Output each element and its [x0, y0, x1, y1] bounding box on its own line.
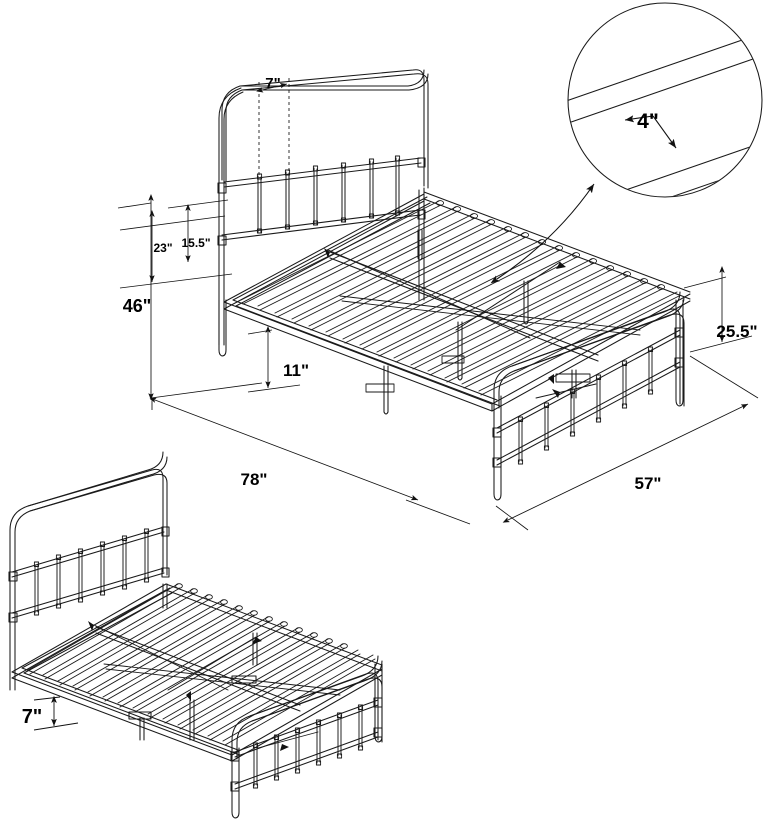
dim-under-bed-clearance — [33, 695, 79, 731]
dimension-annotations-main — [117, 78, 759, 531]
dim-footboard-height — [683, 266, 753, 353]
secondary-headboard — [8, 451, 170, 691]
label-headboard-lower-rail: 23" — [153, 241, 172, 255]
dim-deck-height — [247, 326, 301, 393]
secondary-footboard — [230, 655, 383, 819]
dim-bed-length — [149, 397, 471, 525]
label-footboard-height: 25.5" — [716, 322, 757, 341]
dim-spindle-spacing — [256, 78, 290, 175]
dim-headboard-panel — [167, 199, 229, 262]
label-headboard-height: 46" — [123, 296, 152, 316]
label-bed-width: 57" — [635, 474, 662, 493]
label-spindle-spacing: 7" — [265, 75, 280, 92]
dim-bed-width — [495, 355, 759, 531]
dim-headboard-height — [117, 194, 263, 400]
detail-dimension-arrow — [624, 115, 677, 149]
label-under-bed-clearance: 7" — [22, 706, 43, 728]
label-slat-spacing: 4" — [637, 110, 659, 133]
secondary-slat-rivets — [175, 583, 348, 649]
secondary-bed-view — [8, 451, 383, 819]
detail-leader-arrow — [490, 183, 595, 284]
detail-circle-boundary — [567, 2, 763, 198]
secondary-deck — [11, 583, 383, 762]
dimension-labels: 7" 23" 15.5" 46" 11" 25.5" 78" 57" 4" 7" — [22, 75, 758, 728]
label-bed-length: 78" — [241, 470, 268, 489]
label-deck-height: 11" — [283, 361, 309, 380]
label-headboard-panel: 15.5" — [181, 236, 210, 250]
